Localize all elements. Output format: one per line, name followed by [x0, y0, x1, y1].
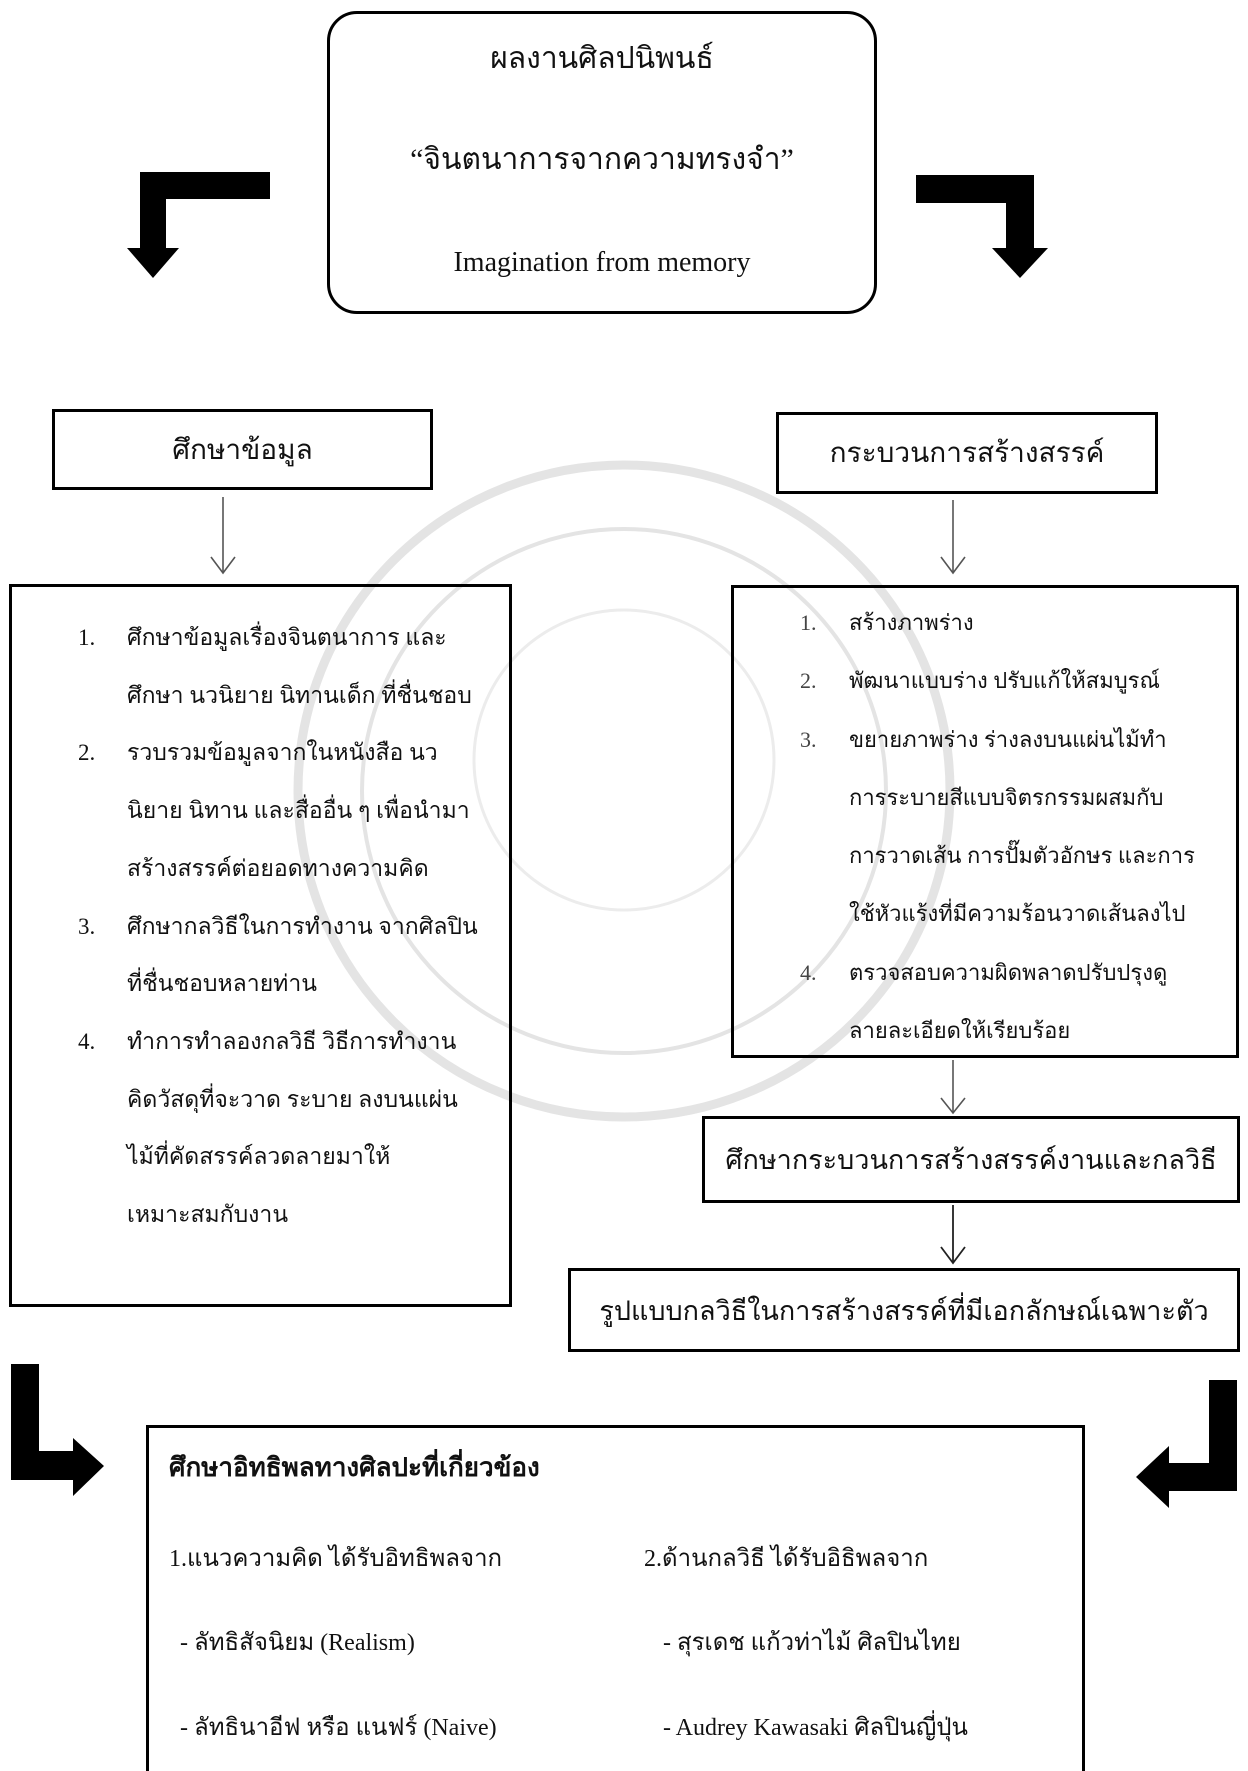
thesis-title-english: Imagination from memory — [453, 247, 751, 278]
step-line: ขยายภาพร่าง ร่างลงบนแผ่นไม้ทำ — [849, 726, 1167, 752]
step-line: สร้างสรรค์ต่อยอดทางความคิด — [127, 855, 429, 881]
step-line: นิยาย นิทาน และสื่ออื่น ๆ เพื่อนำมา — [127, 798, 470, 824]
influences-box: ศึกษาอิทธิพลทางศิลปะที่เกี่ยวข้อง 1.แนวค… — [146, 1425, 1085, 1771]
technique-influence-item: - สุรเดช แก้วท่าไม้ ศิลปินไทย — [663, 1630, 961, 1656]
title-box: ผลงานศิลปนิพนธ์ “จินตนาการจากความทรงจำ” … — [327, 11, 877, 314]
thesis-label: ผลงานศิลปนิพนธ์ — [490, 42, 714, 75]
outcome-label: รูปแบบกลวิธีในการสร้างสรรค์ที่มีเอกลักษณ… — [599, 1295, 1209, 1326]
step-line: ไม้ที่คัดสรรค์ลวดลายมาให้ — [127, 1144, 391, 1170]
creation-step: 2. พัฒนาแบบร่าง ปรับแก้ให้สมบูรณ์ — [734, 652, 1236, 710]
step-line: ทำการทำลองกลวิธี วิธีการทำงาน — [127, 1028, 457, 1054]
step-number: 2. — [800, 668, 817, 694]
creation-heading-box: กระบวนการสร้างสรรค์ — [776, 412, 1158, 494]
research-steps-box: 1. ศึกษาข้อมูลเรื่องจินตนาการ และ ศึกษา … — [9, 584, 512, 1307]
step-number: 1. — [78, 625, 96, 650]
step-number: 4. — [800, 959, 817, 985]
step-line: รวบรวมข้อมูลจากในหนังสือ นว — [127, 740, 438, 766]
watermark-center-ring — [472, 608, 776, 912]
creation-step-list: 1. สร้างภาพร่าง 2. พัฒนาแบบร่าง ปรับแก้ใ… — [734, 588, 1236, 1060]
outcome-box: รูปแบบกลวิธีในการสร้างสรรค์ที่มีเอกลักษณ… — [568, 1268, 1240, 1352]
step-line: คิดวัสดุที่จะวาด ระบาย ลงบนแผ่น — [127, 1086, 458, 1112]
technique-influence-title: 2.ด้านกลวิธี ได้รับอิธิพลจาก — [644, 1546, 929, 1572]
creation-step: 4. ตรวจสอบความผิดพลาดปรับปรุงดู ลายละเอี… — [734, 944, 1236, 1061]
creation-heading: กระบวนการสร้างสรรค์ — [829, 438, 1105, 469]
step-line: ใช้หัวแร้งที่มีความร้อนวาดเส้นลงไป — [849, 901, 1186, 927]
research-step: 3. ศึกษากลวิธีในการทำงาน จากศิลปิน ที่ชื… — [12, 898, 509, 1013]
watermark-inner-ring — [360, 527, 888, 1055]
step-number: 4. — [78, 1028, 96, 1054]
research-heading-box: ศึกษาข้อมูล — [52, 409, 433, 490]
step-line: ลายละเอียดให้เรียบร้อย — [849, 1018, 1071, 1044]
step-number: 3. — [78, 913, 96, 939]
concept-influence-item: - ลัทธิสัจนิยม (Realism) — [180, 1630, 415, 1656]
step-line: เหมาะสมกับงาน — [127, 1202, 289, 1228]
step-line: ศึกษา นวนิยาย นิทานเด็ก ที่ชื่นชอบ — [127, 682, 472, 708]
thesis-title-thai: “จินตนาการจากความทรงจำ” — [410, 143, 794, 176]
step-line: การระบายสีแบบจิตรกรรมผสมกับ — [849, 784, 1164, 810]
step-line: ศึกษาข้อมูลเรื่องจินตนาการ และ — [127, 625, 447, 650]
step-line: ตรวจสอบความผิดพลาดปรับปรุงดู — [849, 959, 1168, 985]
research-heading: ศึกษาข้อมูล — [172, 434, 313, 466]
creation-step: 3. ขยายภาพร่าง ร่างลงบนแผ่นไม้ทำ การระบา… — [734, 711, 1236, 944]
creation-step: 1. สร้างภาพร่าง — [734, 594, 1236, 652]
step-number: 3. — [800, 726, 817, 752]
step-line: ศึกษากลวิธีในการทำงาน จากศิลปิน — [127, 913, 478, 939]
study-process-box: ศึกษากระบวนการสร้างสรรค์งานและกลวิธี — [702, 1116, 1240, 1203]
research-step: 4. ทำการทำลองกลวิธี วิธีการทำงาน คิดวัสด… — [12, 1013, 509, 1244]
step-line: การวาดเส้น การปั๊มตัวอักษร และการ — [849, 843, 1195, 869]
concept-influence-title: 1.แนวความคิด ได้รับอิทธิพลจาก — [169, 1546, 503, 1572]
step-line: พัฒนาแบบร่าง ปรับแก้ให้สมบูรณ์ — [849, 668, 1160, 694]
research-step-list: 1. ศึกษาข้อมูลเรื่องจินตนาการ และ ศึกษา … — [12, 587, 509, 1244]
technique-influence-item: - Audrey Kawasaki ศิลปินญี่ปุ่น — [663, 1715, 968, 1741]
step-number: 2. — [78, 740, 96, 766]
step-line: ที่ชื่นชอบหลายท่าน — [127, 971, 317, 997]
step-line: สร้างภาพร่าง — [849, 610, 974, 635]
watermark-outer-ring — [293, 460, 955, 1122]
influences-heading: ศึกษาอิทธิพลทางศิลปะที่เกี่ยวข้อง — [169, 1453, 540, 1482]
concept-influence-item: - ลัทธินาอีฟ หรือ แนฟร์ (Naive) — [180, 1715, 497, 1741]
study-process-label: ศึกษากระบวนการสร้างสรรค์งานและกลวิธี — [725, 1145, 1217, 1175]
step-number: 1. — [800, 610, 817, 635]
research-step: 2. รวบรวมข้อมูลจากในหนังสือ นว นิยาย นิท… — [12, 724, 509, 897]
creation-steps-box: 1. สร้างภาพร่าง 2. พัฒนาแบบร่าง ปรับแก้ใ… — [731, 585, 1239, 1058]
research-step: 1. ศึกษาข้อมูลเรื่องจินตนาการ และ ศึกษา … — [12, 609, 509, 724]
